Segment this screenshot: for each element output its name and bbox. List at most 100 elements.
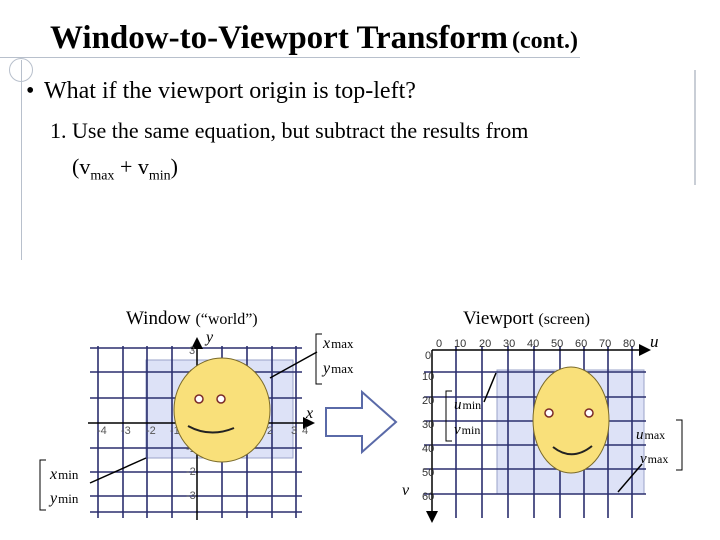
viewport-u-tick: 40	[527, 338, 539, 350]
window-ymin-y: y	[48, 490, 58, 507]
window-x-tick: -1	[170, 425, 180, 437]
viewport-u-tick: 30	[503, 338, 515, 350]
viewport-umin-sub: min	[463, 398, 482, 412]
window-ymax-sub: max	[331, 361, 354, 376]
viewport-v-tick: 0	[425, 350, 431, 362]
viewport-face-eye-icon	[584, 408, 594, 418]
window-axis-y-label: y	[204, 329, 214, 346]
viewport-u-tick: 80	[623, 338, 635, 350]
viewport-axis-u-label: u	[650, 332, 659, 351]
viewport-v-tick: 20	[422, 395, 434, 407]
viewport-vmax-sub: max	[648, 452, 669, 466]
window-diagram: y x -4 -3 -2 -1 1 2 3 4 3 2 1 -1 -2 -3	[39, 329, 354, 520]
window-x-tick: -3	[121, 425, 131, 437]
viewport-v-ticks: 0 10 20 30 40 50 60	[422, 350, 434, 503]
viewport-v-tick: 50	[422, 467, 434, 479]
viewport-u-ticks: 0 10 20 30 40 50 60 70 80	[436, 338, 635, 350]
item-text: Use the same equation, but subtract the …	[72, 118, 529, 143]
window-y-tick: -2	[186, 466, 196, 478]
window-label: Window (“world”)	[126, 308, 258, 330]
viewport-min-pointer	[483, 372, 497, 403]
window-x-tick: -2	[146, 425, 156, 437]
window-xmin-label: xmin	[49, 466, 79, 483]
viewport-vmin-v: v	[454, 422, 461, 438]
viewport-u-tick: 20	[479, 338, 491, 350]
viewport-u-tick: 10	[454, 338, 466, 350]
viewport-umax-sub: max	[645, 428, 666, 442]
window-max-bracket	[315, 333, 322, 385]
viewport-u-tick: 70	[599, 338, 611, 350]
viewport-umax-u: u	[636, 427, 644, 443]
window-ymax-label: ymax	[321, 360, 354, 377]
window-xmin-sub: min	[58, 467, 79, 482]
title-sub: (cont.)	[512, 28, 578, 54]
viewport-face-eye-icon	[544, 408, 554, 418]
window-xmax-label: xmax	[322, 335, 354, 352]
window-label-main: Window	[126, 308, 191, 329]
window-xmax-x: x	[322, 335, 330, 352]
window-min-pointer	[89, 457, 147, 484]
viewport-vmin-label: vmin	[454, 422, 480, 438]
formula-part-close: )	[170, 154, 178, 179]
window-x-tick: 3	[291, 425, 297, 437]
item-formula: (vmax + vmin)	[72, 154, 178, 184]
decorative-line-vertical	[21, 60, 22, 260]
window-xmax-sub: max	[331, 336, 354, 351]
slide-title: Window-to-Viewport Transform (cont.)	[50, 20, 578, 57]
viewport-label-small: (screen)	[538, 311, 590, 328]
decorative-line-right	[694, 70, 696, 185]
window-face-eye-icon	[194, 394, 204, 404]
window-x-tick: 2	[267, 425, 273, 437]
viewport-u-tick: 0	[436, 338, 442, 350]
window-xmin-x: x	[49, 466, 57, 483]
formula-part-plus: + v	[114, 154, 149, 179]
formula-sub-max: max	[90, 168, 115, 184]
window-ymin-sub: min	[58, 491, 79, 506]
viewport-v-tick: 10	[422, 371, 434, 383]
numbered-item: 1. Use the same equation, but subtract t…	[50, 118, 528, 144]
viewport-v-tick: 30	[422, 419, 434, 431]
decorative-line-horizontal	[0, 57, 580, 58]
viewport-axis-v-label: v	[402, 482, 410, 499]
formula-sub-min: min	[148, 168, 171, 184]
transform-arrow-icon	[325, 389, 398, 455]
window-axis-x-label: x	[305, 405, 313, 422]
bullet-point: • What if the viewport origin is top-left…	[26, 78, 416, 105]
formula-part-open: (v	[72, 154, 91, 179]
window-ymax-y: y	[321, 360, 331, 377]
viewport-vmin-sub: min	[462, 423, 481, 437]
bullet-dot-icon: •	[26, 78, 35, 104]
viewport-vmax-v: v	[640, 451, 647, 467]
title-main: Window-to-Viewport Transform	[50, 20, 509, 56]
window-x-tick: 4	[302, 425, 308, 437]
viewport-label-main: Viewport	[463, 308, 534, 329]
viewport-label: Viewport (screen)	[463, 308, 590, 330]
viewport-v-tick: 60	[422, 491, 434, 503]
window-label-small: (“world”)	[195, 311, 258, 328]
item-number: 1.	[50, 118, 67, 143]
viewport-face-mouth	[552, 445, 593, 456]
viewport-v-tick: 40	[422, 443, 434, 455]
window-y-tick: 3	[189, 345, 195, 357]
window-y-tick: -3	[186, 490, 196, 502]
bullet-text: What if the viewport origin is top-left?	[44, 78, 416, 104]
window-x-tick: -4	[97, 425, 107, 437]
viewport-umin-label: umin	[454, 397, 481, 413]
viewport-u-tick: 60	[575, 338, 587, 350]
window-face-mouth	[187, 425, 235, 434]
viewport-umax-label: umax	[636, 427, 665, 443]
window-smiley-face	[173, 357, 271, 463]
viewport-vmax-label: vmax	[640, 451, 668, 467]
viewport-diagram: u v 0 10 20 30 40 50 60 70 80 0 10 20 30…	[402, 332, 683, 523]
viewport-min-bracket	[445, 390, 452, 442]
viewport-umin-u: u	[454, 397, 462, 413]
viewport-max-pointer	[617, 463, 643, 493]
window-ymin-label: ymin	[48, 490, 79, 507]
window-max-pointer	[269, 351, 318, 379]
viewport-smiley-face	[532, 366, 610, 474]
window-min-bracket	[39, 459, 46, 511]
window-face-eye-icon	[216, 394, 226, 404]
viewport-u-tick: 50	[551, 338, 563, 350]
viewport-max-bracket	[676, 419, 683, 471]
